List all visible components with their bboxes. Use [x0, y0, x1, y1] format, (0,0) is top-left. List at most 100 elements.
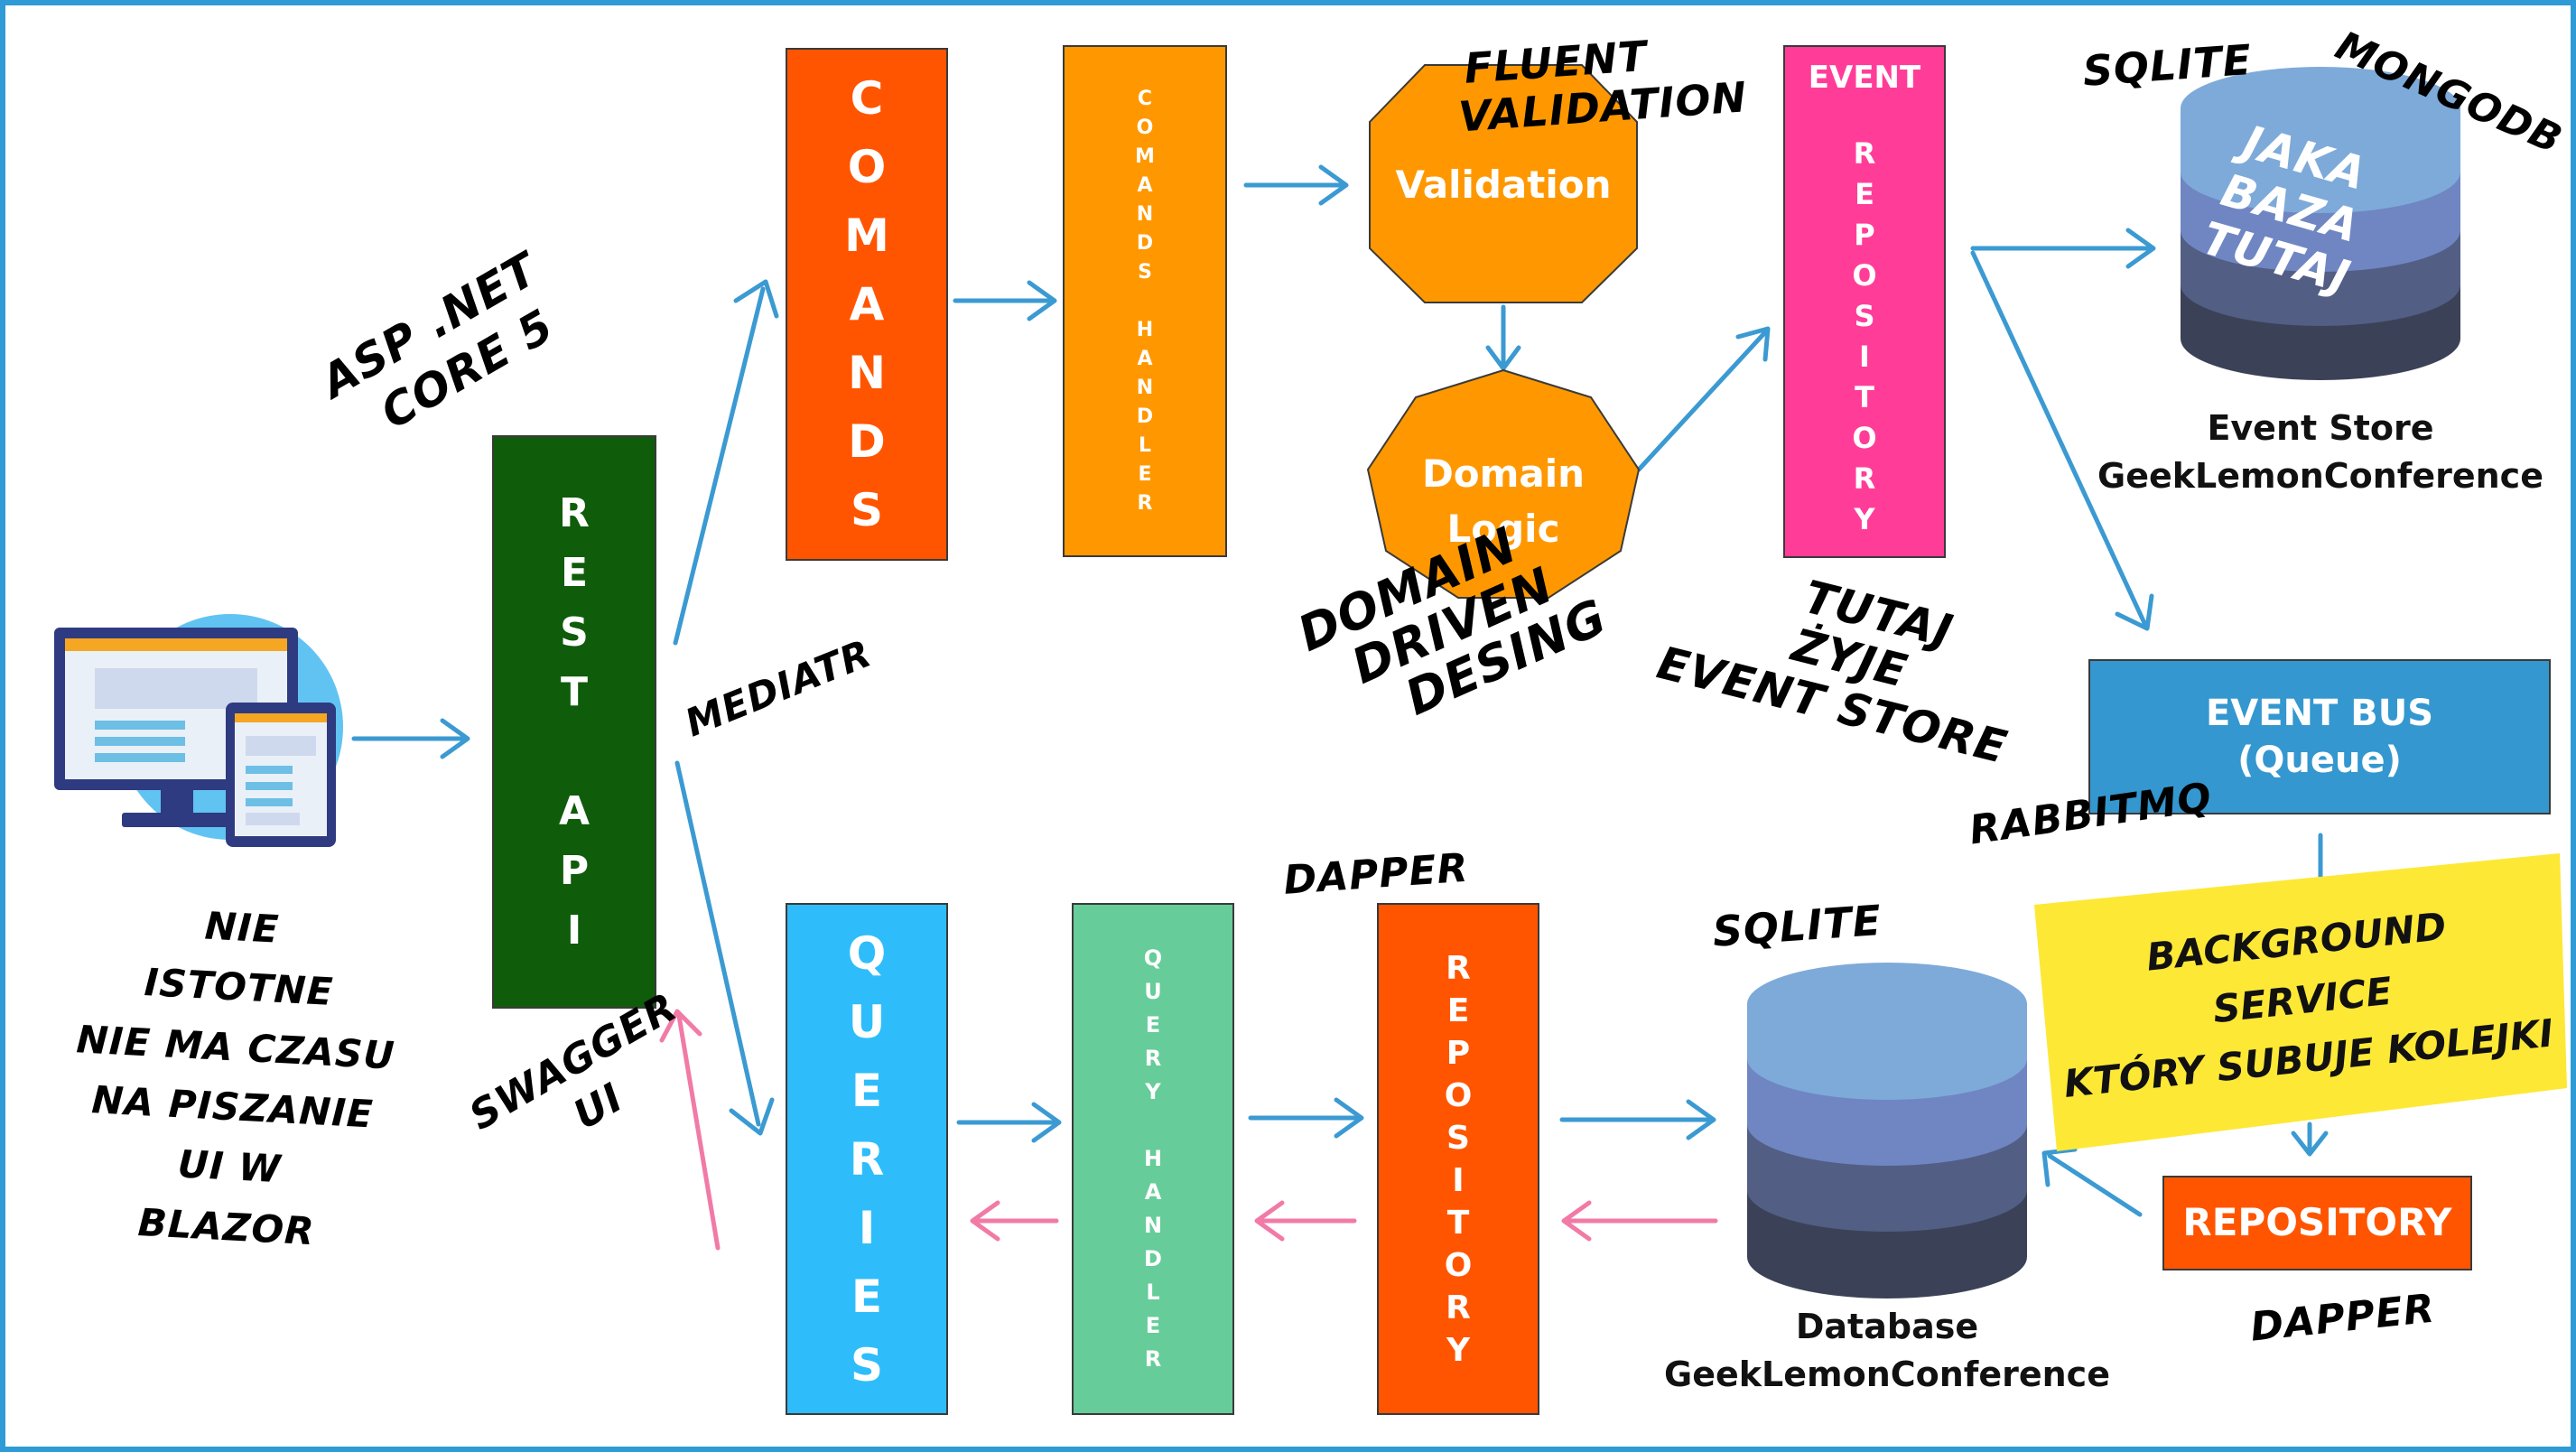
database-label: Database GeekLemonConference — [1661, 1303, 2113, 1399]
commands-letter: M — [844, 209, 889, 262]
commands-handler-letter: A — [1137, 347, 1153, 370]
queries-letter: Q — [847, 926, 887, 980]
arrow-handler-to-queries — [970, 1200, 1059, 1242]
queries-letter: U — [848, 995, 886, 1048]
flow-arrows — [351, 164, 2329, 1217]
arrow-rest-to-commands — [673, 279, 779, 646]
domain-logic-shape — [1366, 368, 1641, 599]
read-repository-letter: I — [1452, 1161, 1465, 1199]
read-repository-letter: T — [1446, 1204, 1470, 1242]
bus-repository-box[interactable]: REPOSITORY — [2162, 1176, 2472, 1270]
arrow-handler-to-validation — [1243, 164, 1349, 206]
background-service-note — [2034, 853, 2567, 1151]
commands-handler-letter: M — [1135, 144, 1155, 168]
desktop-tablet-icon — [54, 614, 343, 847]
event-bus-box[interactable]: EVENT BUS (Queue) — [2088, 659, 2551, 814]
commands-handler-letter: L — [1138, 433, 1152, 457]
read-repository-letter: O — [1444, 1246, 1473, 1284]
arrow-service-to-repo — [2291, 1122, 2329, 1157]
event-repository-letter: O — [1852, 421, 1877, 456]
arrow-domain-to-event-repo — [1636, 326, 1771, 472]
queries-letter: I — [858, 1201, 876, 1254]
event-bus-title: EVENT BUS — [2205, 693, 2434, 734]
query-handler-letter: R — [1144, 1346, 1162, 1372]
response-arrows — [659, 1009, 1718, 1251]
read-database-icon — [1747, 963, 2027, 1298]
queries-letter: E — [851, 1270, 883, 1323]
event-repository-letter: S — [1854, 299, 1875, 334]
commands-handler-letter: A — [1137, 173, 1153, 197]
commands-handler-letter: O — [1136, 116, 1154, 139]
event-store-database-icon — [2181, 67, 2460, 380]
read-repository-letter: Y — [1446, 1331, 1471, 1369]
event-repository-letter: R — [1853, 136, 1876, 172]
read-repository-letter: S — [1446, 1119, 1470, 1157]
arrow-queries-to-handler — [956, 1102, 1062, 1143]
arrow-rest-to-queries — [674, 760, 775, 1136]
event-repository-letter: T — [1855, 380, 1874, 415]
read-repository-letter: P — [1446, 1034, 1471, 1072]
commands-letter: C — [850, 72, 884, 125]
commands-letter: S — [850, 484, 883, 536]
event-store-label-line1: Event Store — [2207, 408, 2434, 448]
database-label-line2: GeekLemonConference — [1664, 1354, 2110, 1395]
validation-label: Validation — [1395, 163, 1612, 207]
commands-letter: D — [848, 415, 886, 468]
commands-handler-letter: N — [1136, 376, 1154, 399]
query-handler-letter: D — [1144, 1246, 1162, 1271]
event-repository-letter: O — [1852, 258, 1877, 293]
commands-handler-letter: E — [1138, 462, 1152, 486]
read-repository-letter: R — [1446, 949, 1471, 987]
queries-letter: E — [851, 1064, 883, 1117]
arrow-client-to-rest — [351, 718, 470, 759]
query-handler-letter: A — [1144, 1179, 1162, 1205]
arrow-validation-to-domain — [1485, 304, 1521, 371]
event-repository-title: EVENT — [1808, 60, 1921, 96]
read-repository-letter: O — [1444, 1076, 1473, 1114]
read-repository-letter: R — [1446, 1289, 1471, 1326]
commands-handler-letter: S — [1138, 260, 1152, 284]
arrow-event-repo-to-store — [1970, 228, 2156, 269]
query-handler-letter: E — [1145, 1012, 1161, 1038]
rest-api-letter: E — [560, 549, 589, 596]
query-handler-letter: N — [1143, 1213, 1163, 1238]
commands-handler-letter: C — [1137, 87, 1153, 110]
rest-api-letter: A — [558, 787, 591, 834]
event-store-label: Event Store GeekLemonConference — [2095, 405, 2546, 500]
arrow-handler-to-repository — [1248, 1097, 1364, 1139]
client-note: NIE ISTOTNE NIE MA CZASU NA PISZANIE UI … — [58, 889, 410, 1266]
arrow-commands-to-handler — [953, 280, 1057, 321]
event-repository-letter: R — [1853, 461, 1876, 497]
rest-api-letter: P — [559, 847, 590, 894]
arrow-queries-to-rest — [659, 1009, 721, 1251]
event-repository-letter: P — [1854, 218, 1875, 253]
query-handler-letter: U — [1144, 979, 1162, 1004]
event-repository-letter: I — [1859, 340, 1870, 375]
query-handler-letter: L — [1146, 1280, 1160, 1305]
event-repository-letter: E — [1855, 177, 1874, 212]
rest-api-letter: T — [560, 668, 588, 715]
event-repository-letter: Y — [1854, 502, 1875, 537]
arrow-bus-repo-to-database — [2041, 1147, 2143, 1217]
arrow-db-to-repository — [1561, 1200, 1718, 1242]
fluent-validation-note: FLUENT VALIDATION — [1457, 25, 1749, 141]
rest-api-letter: S — [560, 609, 589, 656]
commands-handler-letter: D — [1136, 231, 1154, 255]
commands-handler-letter: R — [1137, 491, 1153, 515]
